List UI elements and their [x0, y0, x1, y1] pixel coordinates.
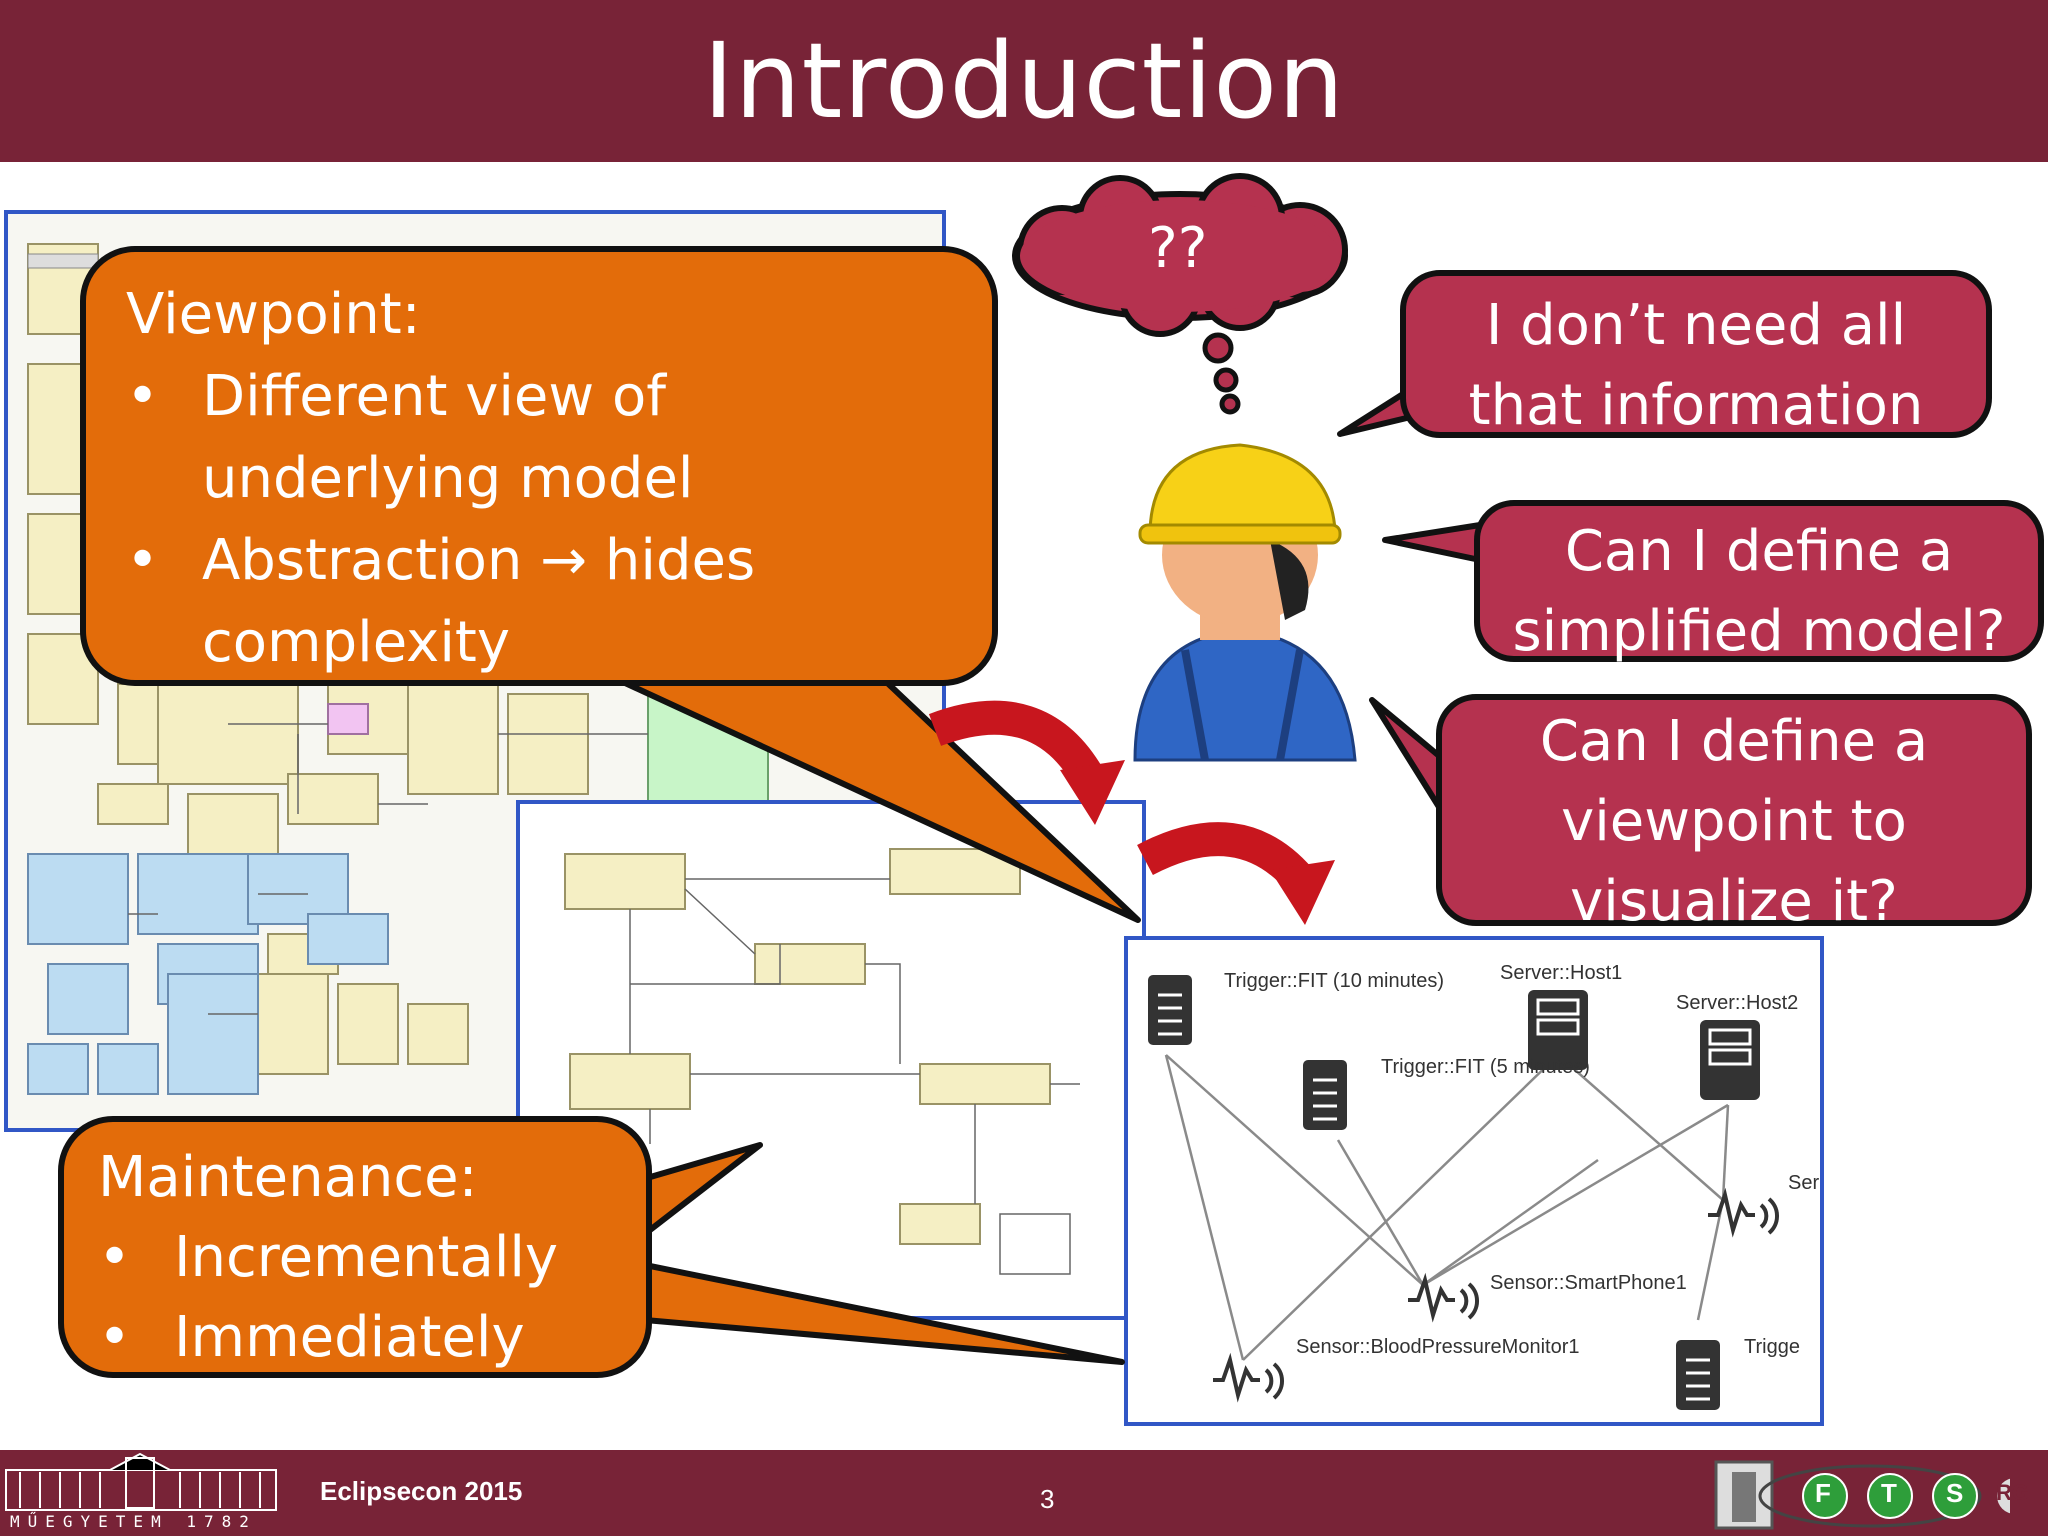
logo-letter-t: T: [1881, 1478, 1897, 1508]
viewpoint-callout-tail: [607, 673, 1141, 923]
question2-tail: [1382, 522, 1483, 563]
graph-label-sensor-bpm1: Sensor::BloodPressureMonitor1: [1296, 1336, 1580, 1358]
graph-label-ser: Ser: [1788, 1172, 1820, 1194]
worker-icon: [1133, 443, 1357, 762]
metamodel-boxes: [27, 243, 769, 1095]
slide-header: Introduction: [0, 0, 2048, 162]
page-number: 3: [1040, 1484, 1055, 1514]
question-callout-2: Can I define a simplified model?: [1474, 500, 2044, 664]
red-arrow-2: [1137, 822, 1313, 892]
logo-letters-rg: RG: [1996, 1480, 2029, 1505]
graph-label-sensor-smartphone1: Sensor::SmartPhone1: [1490, 1272, 1687, 1294]
graph-label-trigge: Trigge: [1744, 1336, 1800, 1358]
question-callout-1: I don’t need all that information: [1400, 270, 1992, 438]
sensor-icon: [1213, 1187, 1780, 1403]
maintenance-callout: Maintenance: Incrementally Immediately: [58, 1116, 652, 1378]
server-icon: [1528, 990, 1760, 1100]
maintenance-bullet-2: Immediately: [98, 1298, 626, 1378]
university-building-logo: [5, 1452, 277, 1511]
thought-text: ??: [1148, 216, 1208, 281]
slide-footer: MŰEGYETEM 1782 Eclipsecon 2015 3 F T S R…: [0, 1450, 2048, 1536]
viewpoint-callout: Viewpoint: Different view of underlying …: [80, 246, 998, 686]
graph-label-trigger-fit-10: Trigger::FIT (10 minutes): [1224, 970, 1445, 992]
graph-label-trigger-fit-5: Trigger::FIT (5 minutes): [1381, 1056, 1590, 1078]
logo-letter-f: F: [1815, 1478, 1831, 1508]
conference-name: Eclipsecon 2015: [320, 1476, 523, 1506]
viewpoint-bullet-2: Abstraction → hides complexity: [126, 520, 962, 684]
viewpoint-heading: Viewpoint:: [126, 282, 421, 347]
question-2-text: Can I define a simplified model?: [1512, 519, 2006, 664]
slide-title: Introduction: [703, 20, 1345, 142]
question3-tail: [1369, 697, 1447, 818]
graph-label-server-host2: Server::Host2: [1676, 992, 1799, 1014]
maintenance-callout-tail-lower: [642, 1262, 1125, 1365]
model-graph: Trigger::FIT (10 minutes) Server::Host1 …: [1124, 936, 1824, 1426]
logo-letter-s: S: [1946, 1478, 1964, 1508]
graph-label-server-host1: Server::Host1: [1500, 962, 1623, 984]
class-diagram-boxes: [564, 848, 1080, 1275]
question-3-text: Can I define a viewpoint to visualize it…: [1539, 709, 1929, 934]
university-name: MŰEGYETEM 1782: [10, 1512, 257, 1531]
graph-edges: [1148, 975, 1780, 1410]
viewpoint-bullet-1: Different view of underlying model: [126, 356, 962, 520]
red-arrow-1: [928, 700, 1105, 789]
maintenance-heading: Maintenance:: [98, 1145, 478, 1210]
clipboard-icon: [1148, 975, 1720, 1410]
question-1-text: I don’t need all that information: [1468, 293, 1924, 438]
maintenance-bullet-1: Incrementally: [98, 1218, 626, 1298]
question-callout-3: Can I define a viewpoint to visualize it…: [1436, 694, 2032, 934]
maintenance-callout-tail-upper: [637, 1142, 763, 1233]
institute-logos: [1714, 1460, 2010, 1530]
